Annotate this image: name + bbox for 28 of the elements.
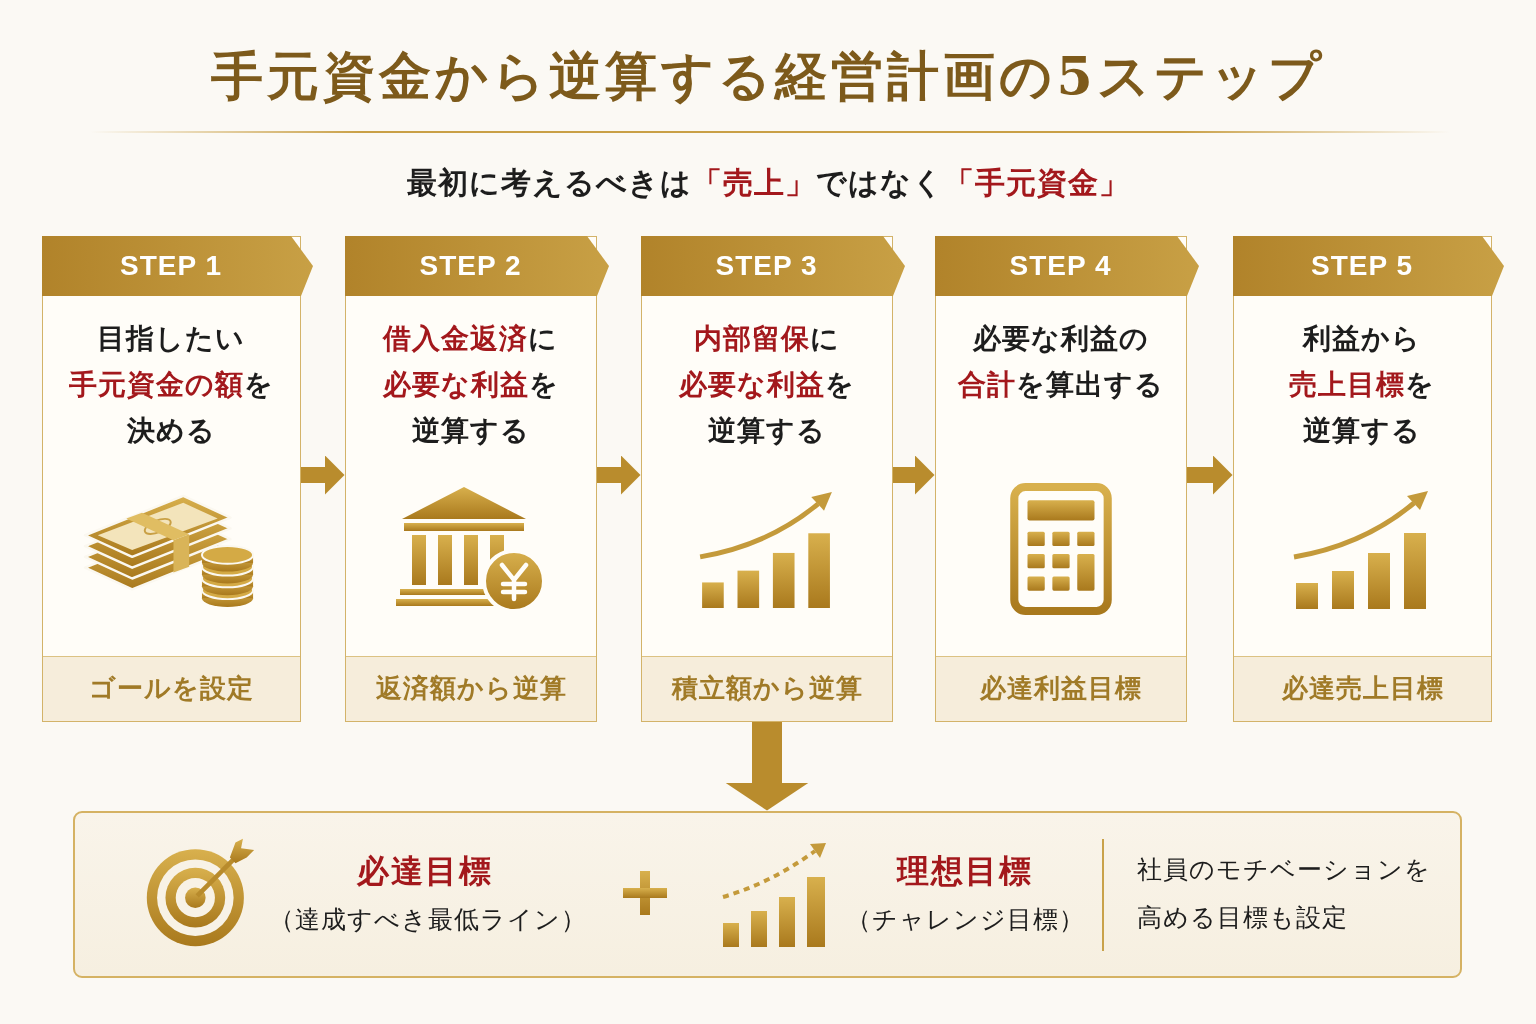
step-summary: 積立額から逆算 xyxy=(671,673,863,705)
goal-title: 理想目標 xyxy=(897,851,1033,891)
step-number: STEP 3 xyxy=(715,250,818,282)
arrow xyxy=(597,455,641,495)
title: 手元資金から逆算する経営計画の5ステップ xyxy=(211,46,1325,106)
arrow xyxy=(301,455,345,495)
step-description: 利益から売上目標を逆算する xyxy=(1289,321,1435,449)
step-summary: 必達利益目標 xyxy=(980,673,1142,705)
arrow xyxy=(725,722,809,811)
step-description: 内部留保に必要な利益を逆算する xyxy=(678,321,855,449)
arrow xyxy=(1187,455,1233,495)
step-description: 必要な利益の合計を算出する xyxy=(957,321,1164,403)
step-summary: 返済額から逆算 xyxy=(375,673,567,705)
step-description: 借入金返済に必要な利益を逆算する xyxy=(382,321,559,449)
goal-title: 必達目標 xyxy=(357,851,493,891)
goal-panel xyxy=(73,811,1462,978)
step-number: STEP 2 xyxy=(419,250,522,282)
goal-subtitle: （チャレンジ目標） xyxy=(845,905,1085,935)
step-number: STEP 5 xyxy=(1311,250,1413,282)
step-number: STEP 4 xyxy=(1009,250,1112,282)
subtitle: 最初に考えるべきは「売上」ではなく「手元資金」 xyxy=(406,165,1130,201)
step-summary: 必達売上目標 xyxy=(1281,673,1444,705)
note-text: 社員のモチベーションを高める目標も設定 xyxy=(1137,854,1431,934)
step-description: 目指したい手元資金の額を決める xyxy=(68,321,274,449)
step-number: STEP 1 xyxy=(120,250,222,282)
arrow xyxy=(893,455,935,495)
goal-subtitle: （達成すべき最低ライン） xyxy=(269,905,587,935)
step-summary: ゴールを設定 xyxy=(89,673,254,705)
